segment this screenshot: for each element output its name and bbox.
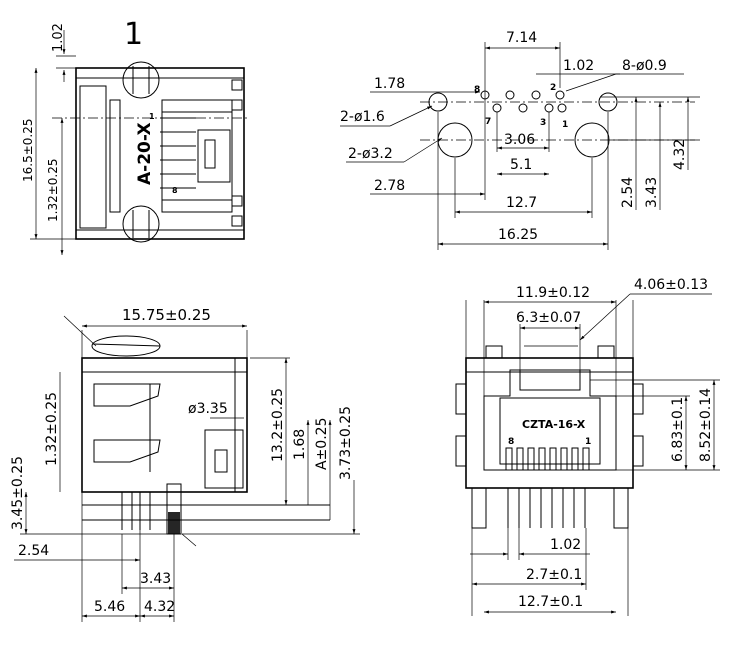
- dim-3-45: 3.45±0.25: [10, 456, 26, 530]
- sheet-number: 1: [124, 17, 143, 52]
- dim-3-06: 3.06: [504, 132, 535, 148]
- front-pins: [507, 488, 586, 528]
- screw-bottom-icon: [122, 205, 160, 243]
- part-label-top: A-20-X: [135, 122, 155, 185]
- screw-top-icon: [122, 61, 160, 99]
- front-pin-1: 1: [585, 437, 591, 447]
- pcb-pin-2: 2: [550, 83, 556, 93]
- dim-side-1-32: 1.32±0.25: [44, 392, 60, 466]
- contact-fingers: [505, 447, 590, 471]
- dim-2-78: 2.78: [374, 178, 405, 194]
- dim-top-gap: 1.02: [51, 23, 66, 52]
- pcb-pin-1: 1: [562, 120, 568, 130]
- side-view: 15.75±0.25 1.32±0.25 ø3.35 13.2±0.25 1.6…: [10, 306, 360, 622]
- pin-8-label: 8: [172, 186, 178, 195]
- dim-2-7: 2.7±0.1: [526, 567, 582, 583]
- dim-12-7-front: 12.7±0.1: [518, 594, 583, 610]
- dim-8-52: 8.52±0.14: [698, 388, 714, 462]
- post-hole-right: [574, 122, 610, 158]
- leg-right: [613, 488, 629, 529]
- dim-5-1: 5.1: [510, 157, 532, 173]
- front-pin-8: 8: [508, 437, 514, 447]
- side-pin-hatched: [168, 512, 180, 534]
- latch-lower: [93, 439, 161, 463]
- dim-a: A±0.25: [314, 418, 330, 470]
- dim-mount-holes: 2-ø1.6: [340, 109, 385, 125]
- latch-upper: [93, 383, 161, 407]
- dim-15-75: 15.75±0.25: [122, 306, 211, 324]
- dim-1-02-pcb: 1.02: [563, 58, 594, 74]
- side-pin-a: [121, 492, 133, 530]
- dim-1-68: 1.68: [292, 429, 308, 460]
- dim-16-25: 16.25: [498, 227, 538, 243]
- mount-hole-left: [428, 92, 448, 112]
- dim-1-02-front: 1.02: [550, 537, 581, 553]
- dim-3-43-side: 3.43: [140, 571, 171, 587]
- top-view-pins: [160, 117, 196, 189]
- top-view: 1 A-20-X 1 8 1.02 16.5±0.25 1.32±0.25: [21, 17, 250, 255]
- pcb-pin-8: 8: [474, 85, 480, 95]
- part-label-front: CZTA-16-X: [522, 418, 586, 431]
- dim-7-14: 7.14: [506, 30, 537, 46]
- dim-4-32-pcb: 4.32: [672, 139, 688, 170]
- dim-12-7-pcb: 12.7: [506, 195, 537, 211]
- front-view: CZTA-16-X 8 1: [455, 277, 720, 616]
- dim-height: 16.5±0.25: [21, 119, 35, 183]
- dim-inner: 1.32±0.25: [46, 159, 60, 223]
- mount-hole-right: [598, 92, 618, 112]
- top-view-outline: [75, 67, 245, 240]
- dim-13-2: 13.2±0.25: [270, 388, 286, 462]
- dim-4-06: 4.06±0.13: [634, 277, 708, 293]
- dim-3-43-pcb: 3.43: [644, 177, 660, 208]
- dim-6-83: 6.83±0.1: [670, 397, 686, 462]
- dim-5-46: 5.46: [94, 599, 125, 615]
- pin-1-label: 1: [149, 112, 155, 121]
- dim-6-3: 6.3±0.07: [516, 310, 581, 326]
- dim-1-78: 1.78: [374, 76, 405, 92]
- dim-post-holes: 2-ø3.2: [348, 146, 393, 162]
- dim-11-9: 11.9±0.12: [516, 285, 590, 301]
- pcb-pin-7: 7: [485, 117, 491, 127]
- side-view-body: [81, 357, 248, 493]
- pcb-pin-3: 3: [540, 118, 546, 128]
- dim-pin-holes: 8-ø0.9: [622, 58, 667, 74]
- dim-2-54-side: 2.54: [18, 543, 49, 559]
- leg-left: [471, 488, 487, 529]
- front-view-body: [465, 357, 634, 489]
- dim-led-dia: ø3.35: [188, 401, 228, 417]
- dim-3-73: 3.73±0.25: [338, 406, 354, 480]
- pcb-layout-view: 8 7 2 3 1 7.14 1.02 8-ø0.9 1.78 2-ø1.6 2…: [340, 30, 700, 250]
- dim-2-54-pcb: 2.54: [620, 177, 636, 208]
- dim-4-32-side: 4.32: [144, 599, 175, 615]
- pin-holes: [480, 90, 567, 113]
